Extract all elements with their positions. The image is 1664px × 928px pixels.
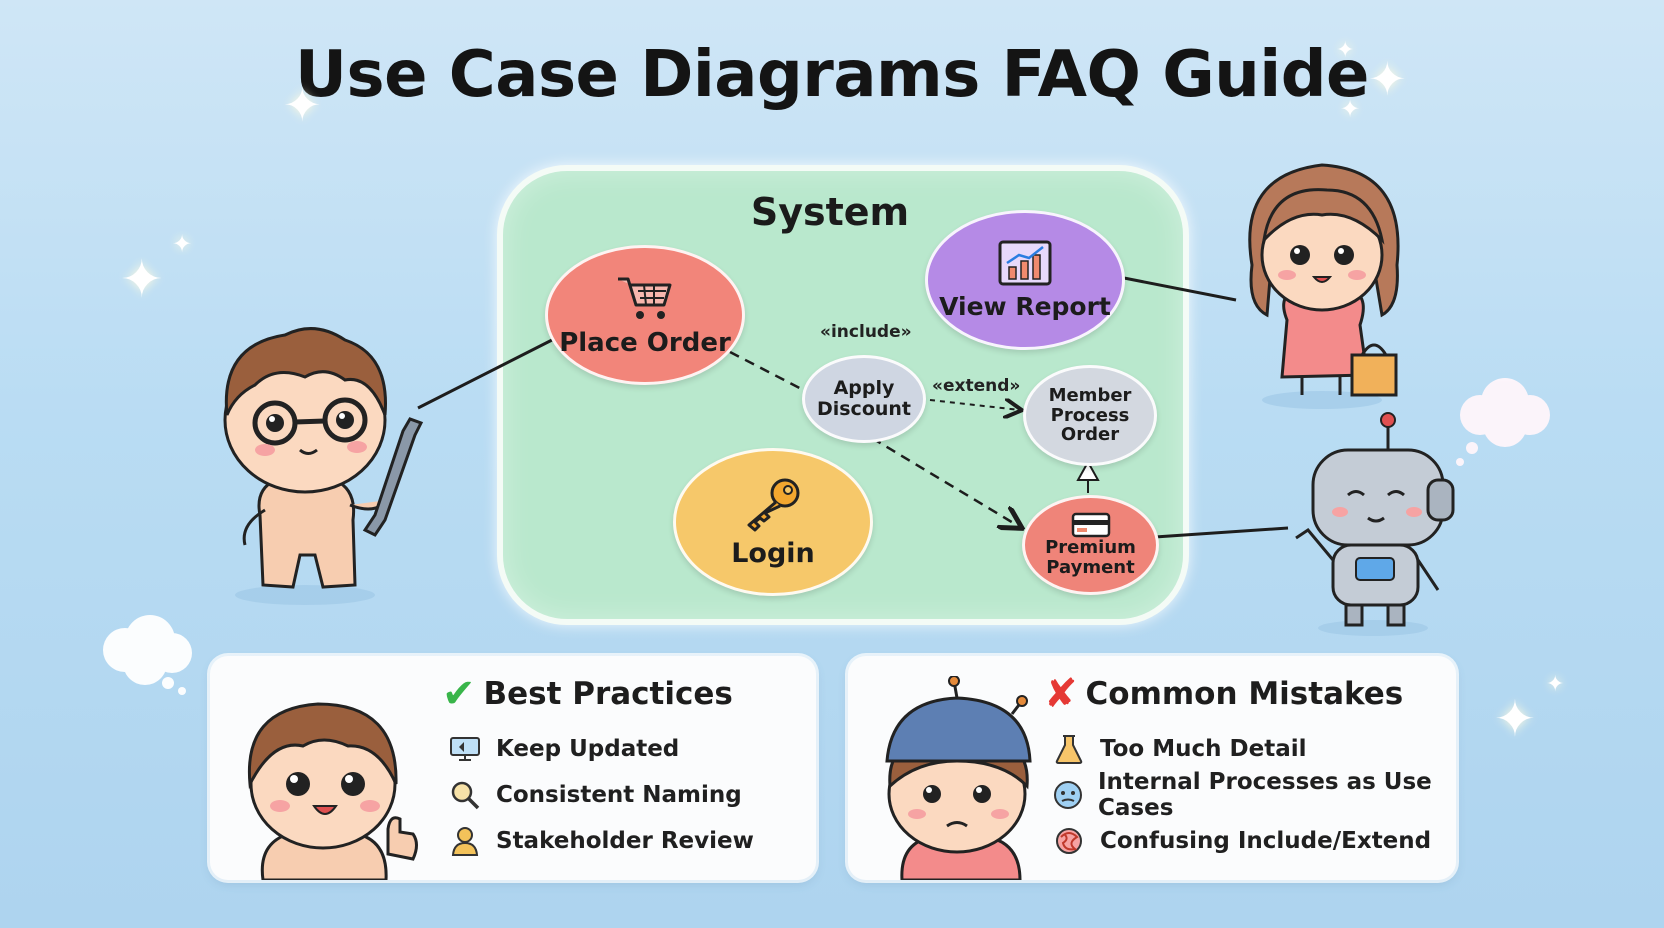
system-label: System — [750, 190, 910, 234]
use-case-label: Apply — [833, 377, 895, 400]
association-line-robot — [1154, 526, 1289, 539]
use-case-label: View Report — [939, 292, 1111, 322]
key-icon — [747, 478, 800, 532]
dependency-arrow — [871, 436, 1020, 527]
sparkle-icon: ✦ — [120, 250, 164, 310]
common-mistakes-panel: ✘ Common Mistakes Too Much Detail Intern… — [848, 656, 1456, 880]
bar-chart-icon — [998, 240, 1052, 286]
list-item-label: Too Much Detail — [1100, 736, 1307, 762]
list-item-label: Consistent Naming — [496, 782, 742, 808]
include-stereotype-label: «include» — [820, 322, 912, 342]
person-icon — [448, 824, 482, 858]
heading-text: Common Mistakes — [1085, 676, 1404, 712]
common-mistakes-list: Too Much Detail Internal Processes as Us… — [1052, 726, 1456, 864]
generalization-triangle-icon — [1076, 459, 1100, 481]
confused-child-helmet-icon — [885, 676, 1032, 880]
heading-text: Best Practices — [483, 676, 733, 712]
use-case-label: Process — [1050, 404, 1130, 426]
list-item: Consistent Naming — [448, 772, 754, 818]
use-case-member-process-order[interactable]: Member Process Order — [1023, 365, 1157, 466]
flask-icon — [1052, 732, 1086, 766]
list-item: Internal Processes as Use Cases — [1052, 769, 1456, 821]
use-case-place-order[interactable]: Place Order — [545, 245, 745, 385]
cloud-icon — [1456, 378, 1550, 466]
sparkle-icon: ✦ — [172, 230, 193, 258]
use-case-label: Member — [1048, 384, 1132, 406]
use-case-premium-payment[interactable]: Premium Payment — [1022, 495, 1159, 595]
developer-actor-icon — [223, 327, 424, 605]
list-item: Keep Updated — [448, 726, 754, 772]
happy-child-thumbs-up-icon — [247, 702, 418, 880]
confused-face-icon — [1052, 778, 1084, 812]
association-line-developer — [417, 338, 553, 410]
credit-card-icon — [1071, 512, 1110, 538]
use-case-label: Place Order — [559, 327, 731, 358]
use-case-label: Payment — [1046, 557, 1135, 578]
magnifier-icon — [448, 778, 482, 812]
use-case-login[interactable]: Login — [673, 448, 873, 596]
extend-stereotype-label: «extend» — [932, 376, 1021, 396]
best-practices-list: Keep Updated Consistent Naming Stakehold… — [448, 726, 754, 864]
list-item-label: Confusing Include/Extend — [1100, 828, 1432, 854]
list-item-label: Internal Processes as Use Cases — [1098, 769, 1432, 821]
cross-icon: ✘ — [1044, 671, 1078, 717]
customer-actor-icon — [1248, 163, 1400, 409]
list-item: Too Much Detail — [1052, 726, 1456, 772]
tangle-icon — [1052, 824, 1086, 858]
use-case-apply-discount[interactable]: Apply Discount — [802, 355, 926, 443]
check-icon: ✔ — [442, 671, 476, 717]
best-practices-panel: ✔ Best Practices Keep Updated Consistent… — [210, 656, 816, 880]
extend-arrow — [929, 400, 1020, 410]
use-case-view-report[interactable]: View Report — [925, 210, 1125, 350]
page-title: Use Case Diagrams FAQ Guide — [295, 38, 1369, 112]
association-line-customer — [1123, 276, 1237, 302]
robot-actor-icon — [1295, 412, 1455, 636]
list-item: Stakeholder Review — [448, 818, 754, 864]
sparkle-icon: ✦ — [1494, 690, 1536, 748]
sparkle-icon: ✦ — [1336, 38, 1355, 63]
use-case-label: Premium — [1045, 537, 1136, 559]
common-mistakes-heading: ✘ Common Mistakes — [1044, 674, 1403, 714]
sparkle-icon: ✦ — [283, 78, 322, 132]
use-case-label: Discount — [816, 398, 912, 420]
sparkle-icon: ✦ — [1368, 52, 1407, 106]
best-practices-heading: ✔ Best Practices — [442, 674, 733, 714]
list-item-label: Keep Updated — [496, 736, 680, 762]
shopping-cart-icon — [618, 277, 672, 319]
use-case-label: Login — [731, 538, 815, 570]
use-case-label: Order — [1060, 424, 1120, 446]
monitor-icon — [448, 732, 482, 766]
list-item-label: Stakeholder Review — [496, 828, 754, 854]
sparkle-icon: ✦ — [1340, 95, 1361, 123]
sparkle-icon: ✦ — [1546, 672, 1565, 697]
list-item: Confusing Include/Extend — [1052, 818, 1456, 864]
cloud-icon — [103, 615, 192, 695]
